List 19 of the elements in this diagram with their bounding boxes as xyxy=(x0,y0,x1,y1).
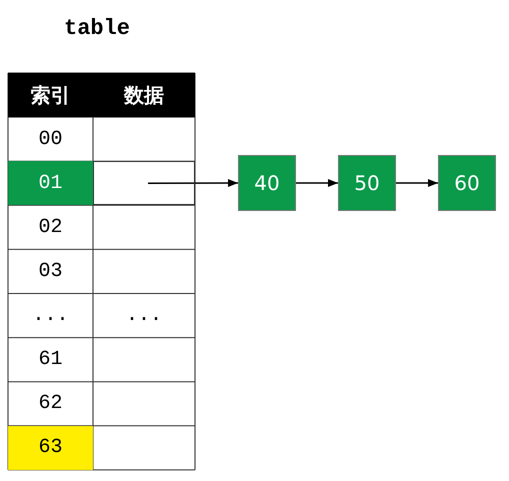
list-node: 40 xyxy=(238,155,296,211)
data-cell xyxy=(93,161,195,206)
list-node: 60 xyxy=(438,155,496,211)
table-cell-text: 03 xyxy=(37,258,64,285)
table-cell-text: ... xyxy=(124,303,163,330)
arrow xyxy=(148,179,238,188)
header-cell: 数据 xyxy=(93,73,195,118)
arrow xyxy=(296,179,338,187)
list-node: 50 xyxy=(338,155,396,211)
table-cell-text: 62 xyxy=(37,391,64,418)
table-cell-text: 02 xyxy=(37,214,64,241)
table-cell-text: 00 xyxy=(37,126,64,153)
table-cell: 01 xyxy=(8,161,93,206)
table-title: table xyxy=(64,16,130,41)
table-cell-text: ... xyxy=(31,303,70,330)
arrow xyxy=(396,179,438,187)
table-cell-text: 61 xyxy=(37,347,64,374)
header-cell: 索引 xyxy=(8,73,93,118)
table-cell: 63 xyxy=(8,426,93,470)
